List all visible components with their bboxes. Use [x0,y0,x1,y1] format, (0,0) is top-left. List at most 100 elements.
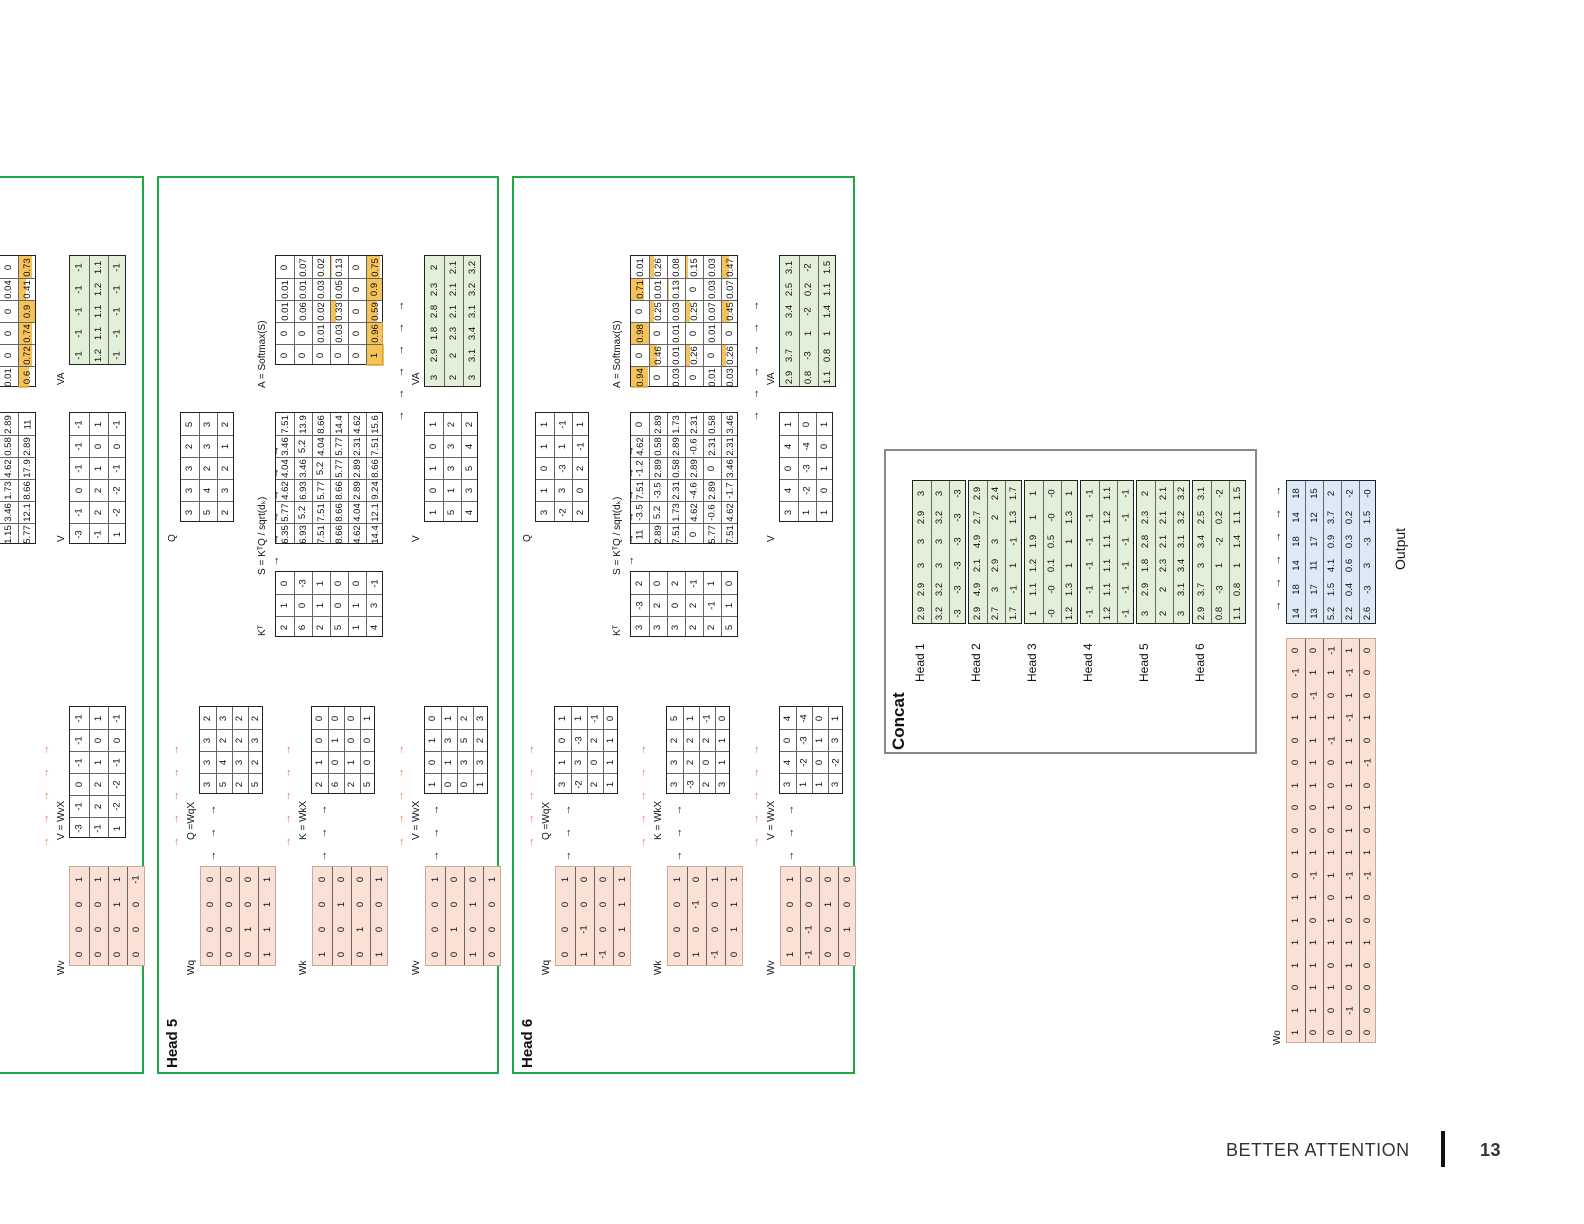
a-matrix-cell: 0.03 [706,279,718,299]
wk-matrix-cell: 1 [354,926,366,933]
arrow: → [636,744,649,756]
wq-matrix-cell: 0 [597,926,609,933]
partial-vwx-matrix-cell: 2 [92,803,104,809]
concat-head-matrix-cell: -3 [952,584,964,594]
wo-matrix-cell: 1 [1290,940,1302,946]
wo-matrix-cell: 0 [1344,985,1356,991]
arrow: → [317,804,330,816]
s-matrix-cell: 7.51 [279,414,291,434]
wk-matrix-cell: -1 [690,900,702,909]
wv-matrix-cell: 0 [822,926,834,933]
arrow: → [169,790,182,802]
concat-head-matrix-cell: 3.2 [1176,510,1188,524]
a-matrix-cell: 0.01 [315,323,327,343]
concat-head-matrix-cell: 1.2 [1102,510,1114,524]
wo-matrix-cell: 1 [1362,715,1374,721]
heat-bar [721,344,726,366]
wk-matrix-cell: 1 [709,876,721,883]
wq-matrix-cell: 1 [616,926,628,933]
a-matrix-cell: 0 [315,352,327,358]
partial-top-matrix-cell: 0.72 [18,344,37,366]
wo-matrix-cell: 1 [1308,715,1320,721]
concat-head-matrix-cell: 1 [1028,514,1040,520]
arrow: → [169,836,182,848]
partial-v-matrix-cell: -1 [111,463,123,473]
s-matrix-cell: 6.93 [297,524,309,544]
va-matrix-cell: 1.1 [822,370,833,384]
q-top-matrix-cell: 1 [539,421,551,427]
kt-matrix-cell: 6 [297,624,309,630]
a-matrix-cell: 0.02 [315,257,327,277]
wo-matrix-cell: 1 [1344,962,1356,968]
concat-head-matrix-cell: 0.1 [1046,558,1058,572]
a-matrix-cell: 0 [351,308,363,314]
k-matrix-cell: 1 [717,759,729,765]
partial-vwx-matrix-cell: 0 [92,737,104,743]
v-matrix-cell: 0 [427,759,439,765]
v-matrix-cell: 1 [427,737,439,743]
partial-vwx-matrix-cell: -1 [111,757,123,767]
arrow: → [749,388,762,400]
s-matrix-cell: 3.46 [297,458,309,478]
s-matrix-cell: 2.31 [706,436,718,456]
partial-va-matrix-cell: 1.2 [93,348,104,362]
wo-matrix-cell: 1 [1308,962,1320,968]
partial-top-matrix-cell: 0.73 [18,256,37,278]
wo-matrix-cell: 1 [1344,692,1356,698]
arrow: → [672,827,685,839]
v-matrix-cell: 1 [443,715,455,721]
wk-matrix-cell: 0 [690,876,702,883]
kt-matrix-cell: 3 [369,602,381,608]
arrow: → [624,555,637,567]
va-matrix-cell: 0.8 [822,348,833,362]
k-matrix-cell: 1 [685,715,697,721]
wo-matrix-cell: 0 [1344,917,1356,923]
wo-matrix-cell: 0 [1290,985,1302,991]
wo-matrix-cell: 0 [1362,1030,1374,1036]
wo-matrix-cell: 0 [1344,805,1356,811]
wk-matrix-cell: -1 [709,950,721,959]
wv-matrix-cell: 0 [467,926,479,933]
output-matrix-cell: 5.2 [1326,606,1338,620]
wo-matrix-cell: 0 [1290,760,1302,766]
k-matrix-cell: 1 [330,737,342,743]
q-top-matrix-cell: 2 [575,509,587,515]
wq-matrix-cell: 0 [559,901,571,908]
concat-title: Concat [889,692,908,750]
wo-matrix-cell: -1 [1344,871,1356,880]
q-top-matrix-cell: 3 [184,509,196,515]
concat-head-matrix-cell: 3.2 [1176,486,1188,500]
s-label: S = KᵀQ / sqrt(dₖ) [257,496,268,575]
arrow: → [1271,554,1284,566]
q-top-matrix-cell: 3 [220,487,232,493]
v-bottom-matrix-cell: -4 [801,441,813,451]
wq-matrix-cell: 0 [223,901,235,908]
concat-head-matrix-cell: 3 [916,538,928,544]
wo-matrix-cell: 0 [1290,805,1302,811]
v-bottom-matrix-cell: 5 [464,465,476,471]
q-matrix-cell: 2 [250,759,262,765]
wo-matrix-cell: 1 [1308,782,1320,788]
q-matrix-cell: 3 [234,759,246,765]
output-matrix-cell: -3 [1362,584,1374,594]
output-matrix-cell: 3.7 [1326,510,1338,524]
wv-matrix-cell: -1 [803,925,815,934]
s-matrix-cell: 8.66 [333,480,345,500]
arrow: → [429,850,442,862]
a-matrix-cell: 0.25 [649,300,667,322]
s-matrix-cell: -3.5 [652,481,664,499]
heat-bar [685,300,690,322]
k-matrix-cell: 5 [362,781,374,787]
wk-matrix-cell: 0 [335,926,347,933]
q-matrix-cell: 3 [250,737,262,743]
partial-va-matrix-cell: -1 [73,328,85,338]
output-matrix-cell: 18 [1290,535,1302,547]
concat-head-matrix-cell: 2.9 [916,510,928,524]
wo-matrix-cell: 0 [1326,827,1338,833]
s-matrix-cell: 2.89 [652,458,664,478]
s-matrix-cell: 5.2 [315,461,327,475]
concat-head-matrix-cell: 3 [934,490,946,496]
